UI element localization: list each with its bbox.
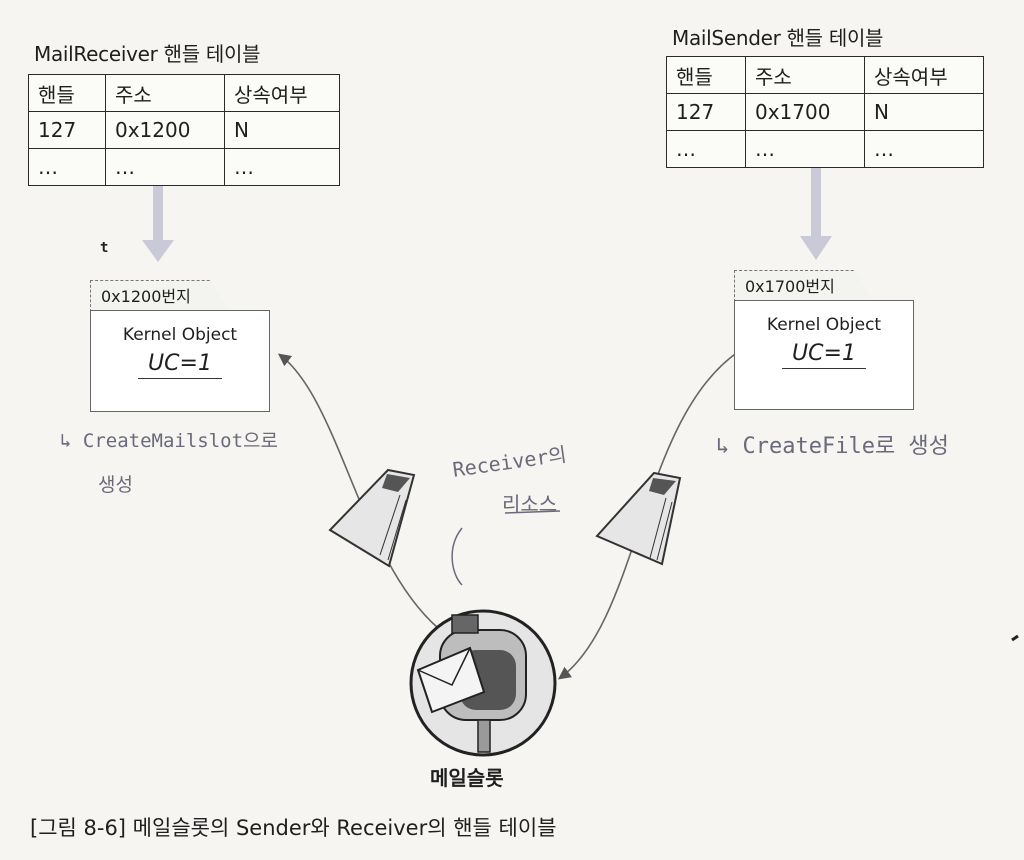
cell-address: 0x1200 [105, 111, 225, 149]
sender-object-address: 0x1700번지 [734, 270, 874, 302]
receiver-create-note-line2: 생성 [98, 474, 133, 496]
receiver-kernel-object: 0x1200번지 Kernel Object UC=1 [90, 280, 270, 412]
table-row: 127 0x1200 N [28, 111, 340, 149]
stray-mark [1011, 634, 1019, 642]
table-row: … … … [666, 130, 984, 168]
receiver-table-title: MailReceiver 핸들 테이블 [34, 42, 261, 66]
receiver-handle-table: 핸들 주소 상속여부 127 0x1200 N … … … [28, 74, 340, 186]
resource-pointer-stroke [451, 527, 463, 586]
sender-pointer-arrow [800, 128, 832, 260]
cell-inherit: … [224, 148, 340, 186]
table-row: 127 0x1700 N [666, 93, 984, 131]
cell-inherit: N [224, 111, 340, 149]
envelope-left-icon [328, 468, 416, 568]
cell-address: … [745, 130, 865, 168]
cell-handle: 127 [28, 111, 106, 149]
header-inherit: 상속여부 [864, 56, 984, 94]
header-handle: 핸들 [28, 74, 106, 112]
receiver-pointer-arrow [142, 170, 174, 262]
resource-underline [504, 510, 561, 514]
header-inherit: 상속여부 [224, 74, 340, 112]
sender-object-name: Kernel Object [766, 315, 882, 335]
cell-inherit: N [864, 93, 984, 131]
envelope-right-icon [595, 471, 682, 566]
table-header-row: 핸들 주소 상속여부 [28, 74, 340, 112]
cell-handle: … [28, 148, 106, 186]
mailslot-icon [409, 609, 557, 757]
stray-letter: t [100, 240, 109, 256]
cell-inherit: … [864, 130, 984, 168]
receiver-object-body: Kernel Object UC=1 [90, 310, 270, 412]
cell-address: 0x1700 [745, 93, 865, 131]
table-row: … … … [28, 148, 340, 186]
receiver-object-name: Kernel Object [122, 325, 238, 345]
table-header-row: 핸들 주소 상속여부 [666, 56, 984, 94]
cell-address: … [105, 148, 225, 186]
figure-caption: [그림 8-6] 메일슬롯의 Sender와 Receiver의 핸들 테이블 [30, 816, 557, 840]
sender-handle-table: 핸들 주소 상속여부 127 0x1700 N … … … [666, 56, 984, 168]
resource-note-line2: 리소스 [502, 492, 558, 516]
header-address: 주소 [105, 74, 225, 112]
mailslot-label: 메일슬롯 [430, 766, 504, 790]
cell-handle: 127 [666, 93, 746, 131]
sender-object-body: Kernel Object UC=1 [734, 300, 914, 410]
header-handle: 핸들 [666, 56, 746, 94]
header-address: 주소 [745, 56, 865, 94]
receiver-object-address: 0x1200번지 [90, 280, 230, 312]
cell-handle: … [666, 130, 746, 168]
sender-kernel-object: 0x1700번지 Kernel Object UC=1 [734, 270, 914, 410]
sender-usage-count: UC=1 [782, 341, 866, 369]
receiver-link-curve [277, 353, 439, 629]
sender-table-title: MailSender 핸들 테이블 [672, 26, 884, 50]
receiver-create-note: ↳ CreateMailslot으로 [60, 430, 278, 452]
sender-create-note: ↳ CreateFile로 생성 [716, 434, 949, 459]
receiver-usage-count: UC=1 [138, 351, 222, 379]
